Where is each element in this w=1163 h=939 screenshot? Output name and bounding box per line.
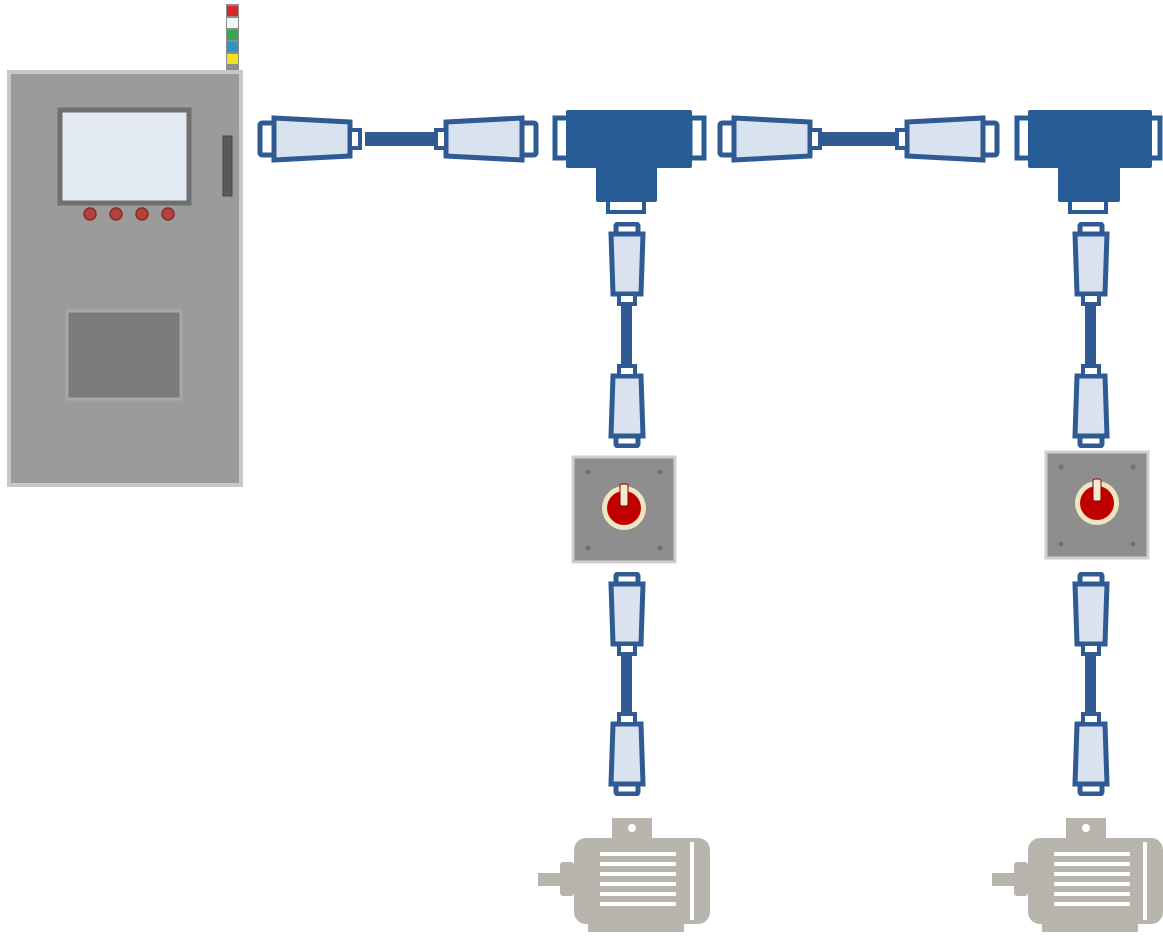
cabinet-lower-panel bbox=[65, 309, 183, 401]
hmi-screen bbox=[57, 107, 192, 206]
connector-icon bbox=[1075, 224, 1107, 304]
control-cabinet bbox=[7, 70, 243, 487]
signal-tower-icon bbox=[226, 4, 239, 70]
connector-icon bbox=[897, 118, 997, 160]
connector-icon bbox=[611, 574, 643, 654]
connector-icon bbox=[611, 714, 643, 794]
connector-icon bbox=[436, 118, 536, 160]
connector-icon bbox=[1075, 574, 1107, 654]
tee-connector-icon bbox=[1014, 110, 1163, 214]
electric-motor-icon bbox=[538, 818, 710, 932]
connector-icon bbox=[611, 366, 643, 446]
trunk-cables bbox=[365, 132, 900, 146]
rotary-switch-icon bbox=[571, 455, 677, 564]
connector-icon bbox=[1075, 714, 1107, 794]
connector-icon bbox=[720, 118, 820, 160]
electric-motor-icon bbox=[992, 818, 1163, 932]
drop-line-1 bbox=[611, 224, 643, 794]
indicator-lights bbox=[83, 207, 175, 221]
rotary-switch-icon bbox=[1044, 450, 1150, 560]
drop-line-2 bbox=[1075, 224, 1107, 794]
tee-connector-icon bbox=[552, 110, 707, 214]
connector-icon bbox=[1075, 366, 1107, 446]
connector-icon bbox=[611, 224, 643, 304]
connector-icon bbox=[260, 118, 360, 160]
cabinet-door-handle bbox=[222, 135, 233, 197]
